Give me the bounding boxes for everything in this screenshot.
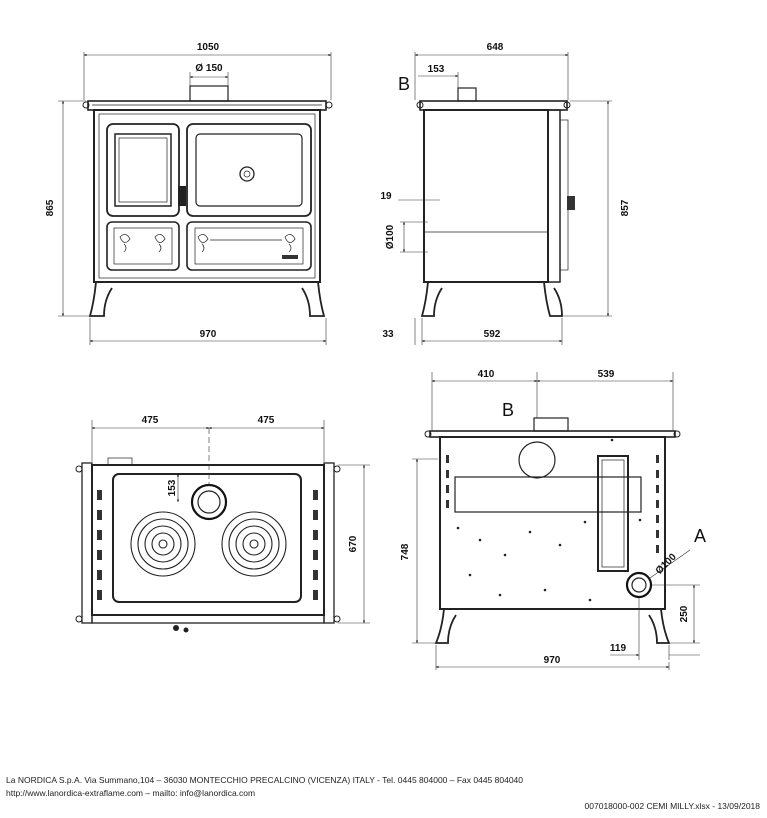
side-height-label: 857 bbox=[620, 199, 631, 216]
side-base-depth-label: 592 bbox=[484, 329, 501, 340]
top-view: 475 475 153 670 bbox=[75, 415, 370, 633]
top-ring-offset-label: 153 bbox=[167, 479, 178, 496]
side-leg-offset-label: 33 bbox=[382, 329, 394, 340]
footer-web-line: http://www.lanordica-extraflame.com – ma… bbox=[6, 788, 256, 798]
rear-view: 410 539 B A Ø100 748 250 119 970 bbox=[400, 369, 706, 670]
top-right-half-label: 475 bbox=[258, 415, 275, 426]
top-depth-label: 670 bbox=[348, 535, 359, 552]
rear-label-b: B bbox=[502, 400, 514, 420]
rear-a-side-offset-label: 119 bbox=[610, 643, 627, 654]
front-flue-label: Ø 150 bbox=[195, 63, 223, 74]
rear-a-height-label: 250 bbox=[679, 605, 690, 622]
rear-air-diameter-label: Ø100 bbox=[654, 551, 679, 576]
side-view: B 648 153 19 Ø100 857 33 592 bbox=[380, 42, 631, 345]
rear-label-a: A bbox=[694, 526, 706, 546]
footer-company-line: La NORDICA S.p.A. Via Summano,104 – 3603… bbox=[6, 775, 524, 785]
side-label-b: B bbox=[398, 74, 410, 94]
top-left-half-label: 475 bbox=[142, 415, 159, 426]
rear-left-width-label: 410 bbox=[478, 369, 495, 380]
side-flue-offset-label: 153 bbox=[428, 64, 445, 75]
rear-base-width-label: 970 bbox=[544, 655, 561, 666]
front-width-label: 1050 bbox=[197, 42, 220, 53]
front-view: 1050 Ø 150 865 970 bbox=[45, 42, 333, 345]
rear-right-width-label: 539 bbox=[598, 369, 615, 380]
front-base-label: 970 bbox=[200, 329, 217, 340]
rear-height-label: 748 bbox=[400, 543, 411, 560]
side-depth-label: 648 bbox=[487, 42, 504, 53]
side-air-diameter-label: Ø100 bbox=[385, 224, 396, 249]
side-offset-19-label: 19 bbox=[380, 191, 392, 202]
front-height-label: 865 bbox=[45, 199, 56, 216]
footer-doc-ref: 007018000-002 CEMI MILLY.xlsx - 13/09/20… bbox=[584, 801, 760, 811]
